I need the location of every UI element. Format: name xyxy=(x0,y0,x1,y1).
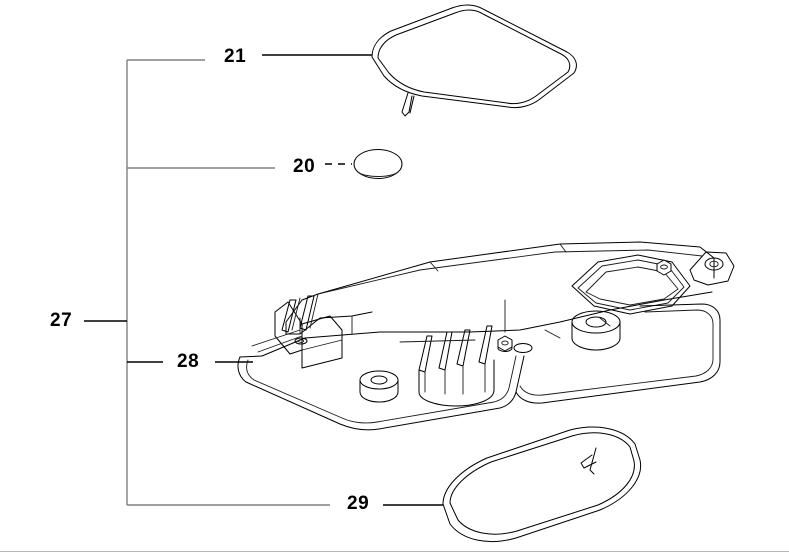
callout-bracket-group xyxy=(126,59,330,506)
callout-label-28[interactable]: 28 xyxy=(177,351,200,372)
hex-nut-right-pad xyxy=(656,259,672,276)
part-21-upper-gasket xyxy=(371,4,577,117)
part-28-cover-body xyxy=(237,241,735,431)
callout-label-21[interactable]: 21 xyxy=(224,46,247,67)
bolt-eye-centre-fins xyxy=(497,335,513,352)
part-29-lower-gasket xyxy=(442,426,642,542)
callout-label-29[interactable]: 29 xyxy=(347,493,370,514)
mounting-boss-mid xyxy=(513,343,533,353)
callout-label-27[interactable]: 27 xyxy=(50,310,73,331)
left-bracket-fins xyxy=(274,293,343,369)
leader-lines-group xyxy=(84,54,443,506)
part-20-oval-seal xyxy=(353,149,403,179)
centre-baffle-fins xyxy=(418,325,495,407)
mounting-boss-centre xyxy=(571,310,621,351)
callout-label-20[interactable]: 20 xyxy=(293,156,316,177)
mounting-boss-left xyxy=(359,370,399,403)
